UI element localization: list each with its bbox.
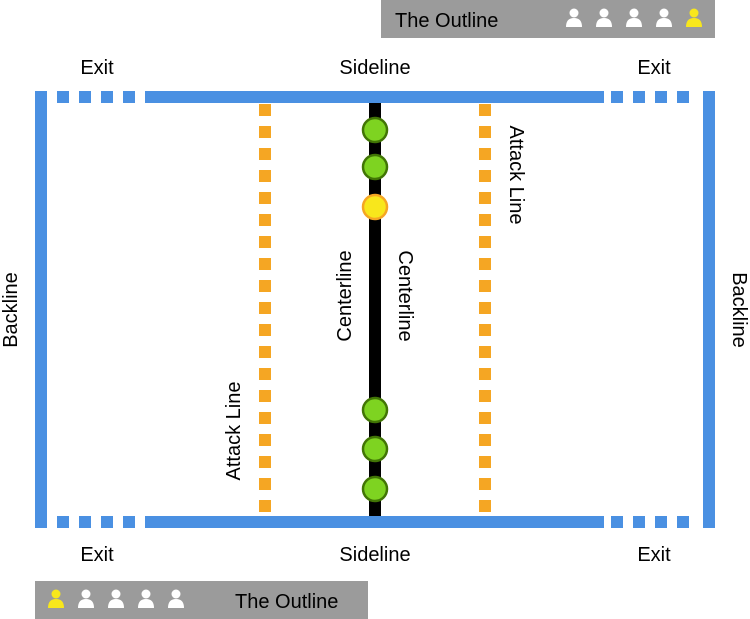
- player-green: [361, 475, 389, 503]
- court-boundaries: [35, 91, 715, 528]
- top-banner-icons: [566, 8, 702, 27]
- sideline-label-top: Sideline: [339, 57, 410, 79]
- attack-line-label-left: Attack Line: [223, 382, 245, 481]
- bottom-banner-icons: [48, 589, 184, 608]
- person-icon: [626, 8, 642, 27]
- players: [361, 116, 389, 503]
- exit-label-bottom-left: Exit: [80, 544, 114, 566]
- top-banner-background: [381, 0, 715, 38]
- person-icon-yellow: [48, 589, 64, 608]
- person-icon-yellow: [686, 8, 702, 27]
- player-yellow: [361, 193, 389, 221]
- backline-label-left: Backline: [0, 272, 22, 348]
- person-icon: [108, 589, 124, 608]
- person-icon: [566, 8, 582, 27]
- exit-label-top-right: Exit: [637, 57, 671, 79]
- person-icon: [596, 8, 612, 27]
- bottom-outline-banner: The Outline: [35, 581, 368, 619]
- top-banner-label: The Outline: [395, 10, 498, 32]
- bottom-banner-background: [35, 581, 368, 619]
- person-icon: [656, 8, 672, 27]
- bottom-banner-label: The Outline: [235, 591, 338, 613]
- person-icon: [78, 589, 94, 608]
- person-icon: [138, 589, 154, 608]
- top-outline-banner: The Outline: [381, 0, 715, 38]
- player-green: [361, 153, 389, 181]
- player-green: [361, 396, 389, 424]
- centerline-label-right: Centerline: [394, 250, 416, 341]
- exit-label-bottom-right: Exit: [637, 544, 671, 566]
- person-icon: [168, 589, 184, 608]
- player-green: [361, 116, 389, 144]
- centerline-label-left: Centerline: [334, 250, 356, 341]
- player-green: [361, 435, 389, 463]
- sideline-label-bottom: Sideline: [339, 544, 410, 566]
- backline-label-right: Backline: [728, 272, 750, 348]
- attack-line-label-right: Attack Line: [505, 126, 527, 225]
- exit-label-top-left: Exit: [80, 57, 114, 79]
